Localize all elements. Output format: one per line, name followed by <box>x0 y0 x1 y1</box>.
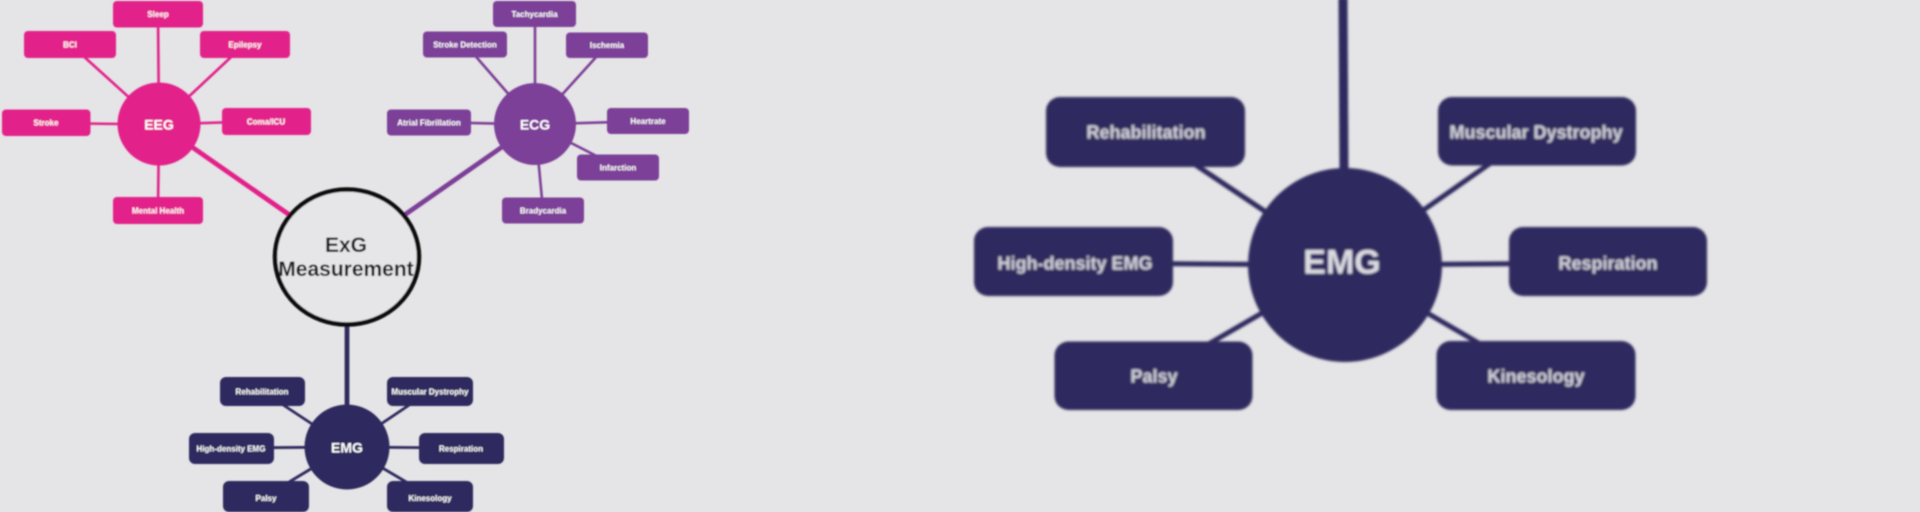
svg-text:Heartrate: Heartrate <box>630 117 666 126</box>
svg-text:Tachycardia: Tachycardia <box>511 10 558 19</box>
svg-text:Stroke Detection: Stroke Detection <box>433 41 497 50</box>
svg-text:Coma/ICU: Coma/ICU <box>247 118 285 127</box>
svg-text:Muscular Dystrophy: Muscular Dystrophy <box>1449 123 1622 143</box>
svg-text:EMG: EMG <box>1303 244 1380 282</box>
svg-text:Stroke: Stroke <box>34 119 59 128</box>
svg-text:High-density EMG: High-density EMG <box>197 445 266 454</box>
svg-text:ExG: ExG <box>325 234 367 257</box>
svg-text:Measurement: Measurement <box>278 258 413 281</box>
svg-text:Muscular Dystrophy: Muscular Dystrophy <box>392 388 469 397</box>
svg-text:EEG: EEG <box>144 117 174 133</box>
svg-text:Bradycardia: Bradycardia <box>520 207 567 216</box>
svg-text:Rehabilitation: Rehabilitation <box>1086 123 1205 143</box>
svg-text:Palsy: Palsy <box>1130 367 1177 387</box>
svg-text:Respiration: Respiration <box>439 445 483 454</box>
svg-text:Rehabilitation: Rehabilitation <box>236 388 289 397</box>
svg-text:Ischemia: Ischemia <box>590 41 625 50</box>
svg-text:Mental Health: Mental Health <box>132 207 184 216</box>
svg-text:Respiration: Respiration <box>1558 254 1657 274</box>
svg-text:Epilepsy: Epilepsy <box>229 41 262 50</box>
svg-text:Palsy: Palsy <box>256 494 277 503</box>
svg-text:Atrial Fibrillation: Atrial Fibrillation <box>397 119 461 128</box>
svg-text:High-density EMG: High-density EMG <box>997 254 1152 274</box>
svg-text:Sleep: Sleep <box>147 10 168 19</box>
svg-text:EMG: EMG <box>331 440 363 456</box>
svg-text:Infarction: Infarction <box>600 164 637 173</box>
svg-text:Kinesology: Kinesology <box>408 494 452 503</box>
svg-text:Kinesology: Kinesology <box>1487 367 1584 387</box>
svg-text:ECG: ECG <box>520 117 550 133</box>
svg-text:BCI: BCI <box>63 41 77 50</box>
